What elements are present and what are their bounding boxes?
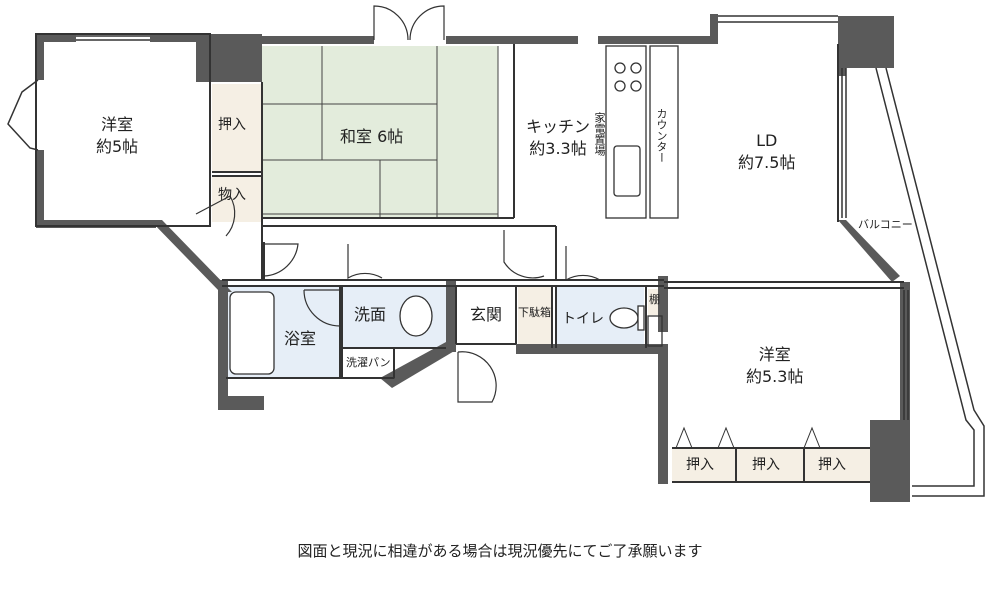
- washitsu-size: 6帖: [377, 127, 404, 146]
- east-room-size: 約5.3帖: [746, 366, 804, 386]
- balcony-label: バルコニー: [858, 218, 913, 231]
- disclaimer-note: 図面と現況に相違がある場合は現況優先にてご了承願います: [297, 542, 703, 560]
- washroom-label: 洗面: [354, 305, 387, 324]
- partitions: [35, 33, 904, 483]
- washitsu-label: 和室 6帖: [340, 126, 403, 148]
- balcony-railing: [875, 67, 985, 497]
- monoire-fill: [212, 176, 262, 222]
- sentaku-pan-label: 洗濯パン: [346, 356, 391, 369]
- oshiire-b-label: 押入: [752, 457, 780, 473]
- oshiire-1-fill: [212, 84, 262, 172]
- bathtub: [229, 291, 275, 375]
- ld-label: LD 約7.5帖: [738, 130, 795, 173]
- counter-label: カウンター: [655, 108, 668, 163]
- walls: [36, 14, 910, 502]
- kitchen-size: 約3.3帖: [529, 138, 587, 158]
- oshiire-strip-fill: [672, 448, 870, 482]
- toilet-tank: [637, 305, 645, 331]
- door-swings: [195, 5, 601, 403]
- west-room-name: 洋室: [101, 115, 134, 134]
- east-room-label: 洋室 約5.3帖: [746, 344, 803, 387]
- counter-bar: [649, 45, 679, 219]
- monoire-label: 物入: [218, 187, 246, 203]
- kitchen-name: キッチン: [526, 117, 591, 136]
- kaden-okiba-label: 家電置場: [593, 112, 606, 156]
- kitchen-label: キッチン 約3.3帖: [526, 116, 590, 159]
- bath-label: 浴室: [284, 329, 317, 348]
- windows: [7, 15, 909, 420]
- kitchen-sink: [613, 145, 641, 197]
- tatami-lines: [262, 46, 499, 218]
- ld-name: LD: [756, 131, 778, 150]
- toilet-bowl: [609, 307, 639, 329]
- washbasin: [399, 295, 433, 337]
- getabako-label: 下駄箱: [518, 306, 551, 319]
- zone-fills: [212, 46, 870, 482]
- ld-size: 約7.5帖: [738, 152, 796, 172]
- getabako-fill: [518, 287, 552, 345]
- tana-box: [647, 315, 663, 347]
- oshiire-1-label: 押入: [218, 117, 246, 133]
- closet-markers: [675, 426, 821, 449]
- fixtures: [229, 45, 679, 379]
- oshiire-c-label: 押入: [818, 457, 846, 473]
- oshiire-a-label: 押入: [686, 457, 714, 473]
- west-room-label: 洋室 約5帖: [96, 114, 138, 157]
- washitsu-name: 和室: [340, 127, 373, 146]
- west-room-size: 約5帖: [96, 136, 139, 156]
- toilet-label: トイレ: [562, 311, 604, 327]
- east-room-name: 洋室: [758, 345, 791, 364]
- sentaku-pan-box: [341, 347, 395, 379]
- tana-label: 棚: [649, 293, 660, 306]
- genkan-label: 玄関: [470, 305, 503, 324]
